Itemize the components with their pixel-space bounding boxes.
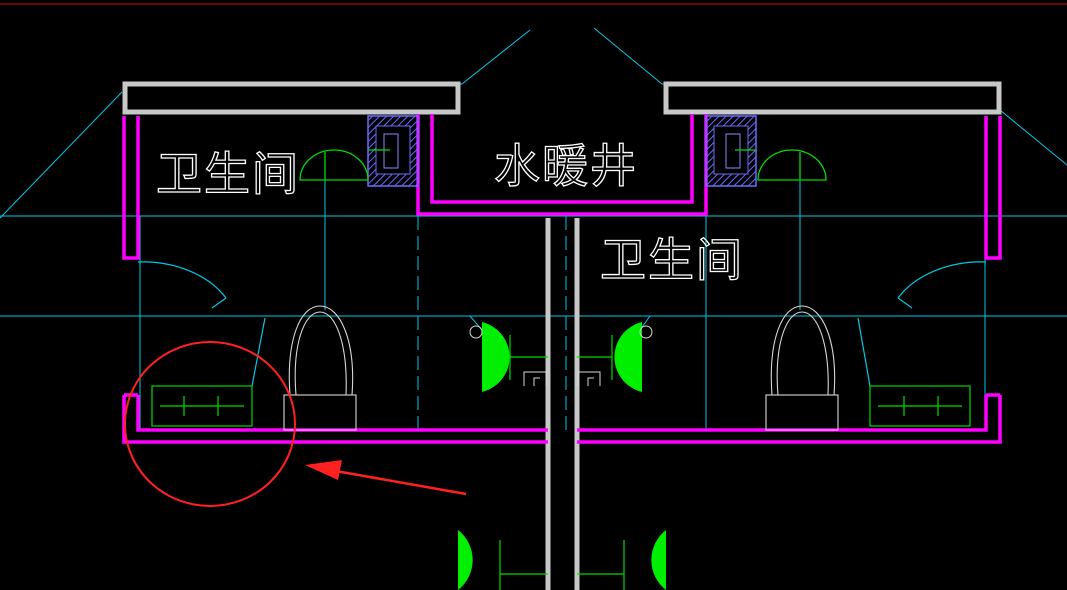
cyan-reference-lines <box>0 27 1067 430</box>
highlight-circle-icon <box>124 341 296 507</box>
dashed-centre-lines <box>417 216 567 430</box>
right-duct-icon <box>705 115 757 187</box>
shaft-label: 水暖井 <box>494 139 638 193</box>
wash-basin-icon <box>735 149 827 181</box>
toilet-icon <box>283 305 357 431</box>
left-room-label: 卫生间 <box>156 147 300 201</box>
right-room-label: 卫生间 <box>600 233 744 287</box>
valve-icon <box>577 530 666 590</box>
left-duct-icon <box>367 115 419 187</box>
valve-icon <box>458 530 548 590</box>
toilet-icon <box>765 305 839 431</box>
valve-icon <box>469 322 548 392</box>
grey-center-wall <box>545 218 580 590</box>
floor-drain-icon <box>869 385 971 427</box>
wash-basin-icon <box>299 149 390 181</box>
pointer-arrow-icon <box>305 460 467 496</box>
grey-top-walls <box>122 81 1002 115</box>
partition-lines <box>251 317 871 387</box>
floor-drain-icon <box>151 385 253 427</box>
valve-icon <box>577 322 653 392</box>
door-swing-icon <box>137 261 987 309</box>
